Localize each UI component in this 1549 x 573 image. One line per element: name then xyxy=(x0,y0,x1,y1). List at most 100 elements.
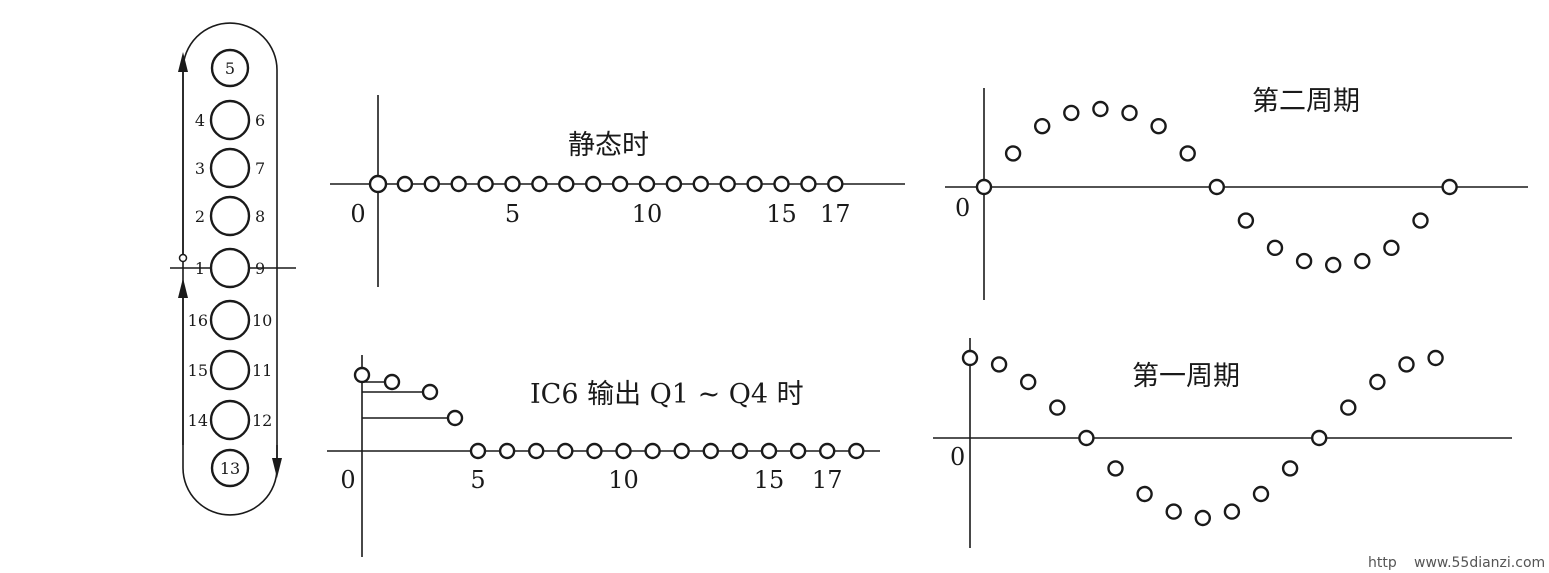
cycle1-point xyxy=(1398,356,1415,373)
led-label-left: 16 xyxy=(188,311,208,330)
cycle1-point xyxy=(1078,429,1095,447)
led-1-9 xyxy=(209,247,251,289)
cycle2-point xyxy=(1412,212,1429,229)
cycle2-point xyxy=(1092,100,1109,118)
ic6-point xyxy=(731,442,749,460)
led-14-12 xyxy=(209,399,251,441)
led-label-right: 11 xyxy=(252,361,272,380)
led-cap-bottom-label: 13 xyxy=(220,459,240,478)
cycle1-zero-label: 0 xyxy=(950,443,965,471)
ic6-point xyxy=(528,442,545,460)
static-point xyxy=(800,175,817,193)
static-point xyxy=(719,175,736,193)
led-label-left: 4 xyxy=(195,111,205,130)
static-tick-label: 10 xyxy=(632,200,663,228)
ic6-tick-label: 5 xyxy=(470,466,485,494)
ic6-tick-label: 15 xyxy=(754,466,785,494)
ic6-point xyxy=(421,383,439,401)
led-15-11 xyxy=(209,349,251,391)
cycle2-point xyxy=(1295,252,1313,270)
cycle1-point xyxy=(1165,503,1182,520)
static-point xyxy=(773,175,790,193)
cycle2-point xyxy=(1179,145,1196,162)
ic6-point xyxy=(848,442,865,460)
ic6-tick-label: 0 xyxy=(340,466,355,494)
ic6-tick-label: 10 xyxy=(608,466,639,494)
cycle2-zero-label: 0 xyxy=(955,194,970,222)
cycle1-point xyxy=(961,349,979,367)
static-point xyxy=(558,175,575,193)
cycle2-point xyxy=(1004,145,1022,162)
cycle1-point xyxy=(1310,429,1328,447)
cycle2-point xyxy=(1324,256,1342,274)
static-tick-label: 0 xyxy=(350,200,365,228)
cycle2-point xyxy=(1121,104,1138,122)
ic6-point xyxy=(702,442,719,460)
cycle1-point xyxy=(1223,503,1241,520)
up-arrow-top-icon xyxy=(178,52,188,72)
static-point xyxy=(585,175,602,193)
led-label-left: 1 xyxy=(195,259,205,278)
static-point xyxy=(692,175,709,193)
led-label-left: 3 xyxy=(195,159,205,178)
cycle1-point xyxy=(1369,373,1386,391)
cycle2-point xyxy=(975,178,993,196)
led-2-8 xyxy=(209,195,251,237)
static-point xyxy=(450,175,467,193)
led-cap-top xyxy=(210,48,250,88)
ic6-tick-label: 17 xyxy=(812,466,843,494)
ic6-point xyxy=(760,442,778,460)
static-tick-label: 17 xyxy=(820,200,851,228)
static-point xyxy=(531,175,548,193)
static-point xyxy=(665,175,683,193)
static-point xyxy=(423,175,440,193)
ic6-point xyxy=(819,442,836,460)
ic6-point xyxy=(498,442,516,460)
led-label-right: 8 xyxy=(255,207,265,226)
start-dot xyxy=(178,253,188,263)
led-label-left: 15 xyxy=(188,361,208,380)
cycle1-point xyxy=(1136,485,1153,503)
panel-cycle2: 第二周期 0 xyxy=(945,86,1528,300)
led-cap-top-label: 5 xyxy=(225,59,235,78)
ic6-point xyxy=(644,442,661,460)
static-point xyxy=(746,175,763,193)
cycle1-point xyxy=(1107,460,1124,477)
static-point xyxy=(638,175,656,193)
watermark-prefix: http xyxy=(1368,555,1397,571)
panel-cycle1: 第一周期 0 xyxy=(933,338,1512,548)
static-point xyxy=(477,175,494,193)
static-title: 静态时 xyxy=(568,130,649,161)
static-point xyxy=(827,175,844,193)
ic6-point xyxy=(469,442,487,460)
static-tick-label: 15 xyxy=(766,200,797,228)
led-label-right: 9 xyxy=(255,259,265,278)
cycle1-point xyxy=(1049,399,1066,416)
static-point xyxy=(396,175,414,193)
down-arrow-right-icon xyxy=(272,458,282,478)
led-label-right: 7 xyxy=(255,159,265,178)
ic6-point xyxy=(383,373,401,391)
static-point xyxy=(611,175,629,193)
cycle1-point xyxy=(1252,485,1270,503)
led-4-6 xyxy=(209,99,251,141)
static-tick-label: 5 xyxy=(505,200,520,228)
cycle2-point xyxy=(1266,239,1284,257)
static-point xyxy=(368,174,388,194)
cycle2-point xyxy=(1354,252,1371,270)
cycle2-point xyxy=(1150,117,1167,135)
ic6-point xyxy=(586,442,603,460)
led-16-10 xyxy=(209,299,251,341)
led-label-left: 14 xyxy=(188,411,208,430)
watermark-text: www.55dianzi.com xyxy=(1414,555,1545,571)
cycle2-title: 第二周期 xyxy=(1252,86,1360,117)
cycle1-point xyxy=(990,356,1008,373)
led-cap-bottom xyxy=(210,448,250,488)
led-label-left: 2 xyxy=(195,207,205,226)
led-label-right: 12 xyxy=(252,411,272,430)
watermark: http www.55dianzi.com xyxy=(1368,555,1545,571)
cycle1-point xyxy=(1427,349,1444,367)
cycle2-point xyxy=(1441,178,1458,196)
